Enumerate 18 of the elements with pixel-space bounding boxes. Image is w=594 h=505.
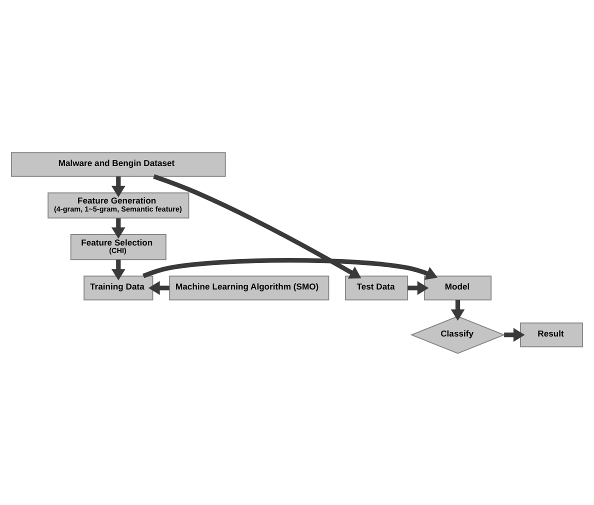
node-box: Test Data <box>345 275 408 300</box>
arrow <box>142 258 438 280</box>
node-box: Machine Learning Algorithm (SMO) <box>169 275 330 300</box>
arrow <box>111 176 126 197</box>
node-box: Feature Generation (4-gram, 1~5-gram, Semantic feature) <box>48 192 190 218</box>
node-box: Model <box>424 275 492 300</box>
node-box: Result <box>520 322 584 347</box>
arrow <box>450 299 465 320</box>
arrow <box>111 218 126 238</box>
arrow <box>153 174 362 278</box>
arrow <box>148 280 170 294</box>
node-box: Feature Selection (CHI) <box>70 234 166 260</box>
node-box: Training Data <box>84 275 154 300</box>
arrow <box>504 327 525 342</box>
arrow <box>111 259 126 280</box>
node-diamond: Classify <box>410 315 506 354</box>
arrow <box>408 280 429 294</box>
node-box: Malware and Bengin Dataset <box>10 152 226 176</box>
